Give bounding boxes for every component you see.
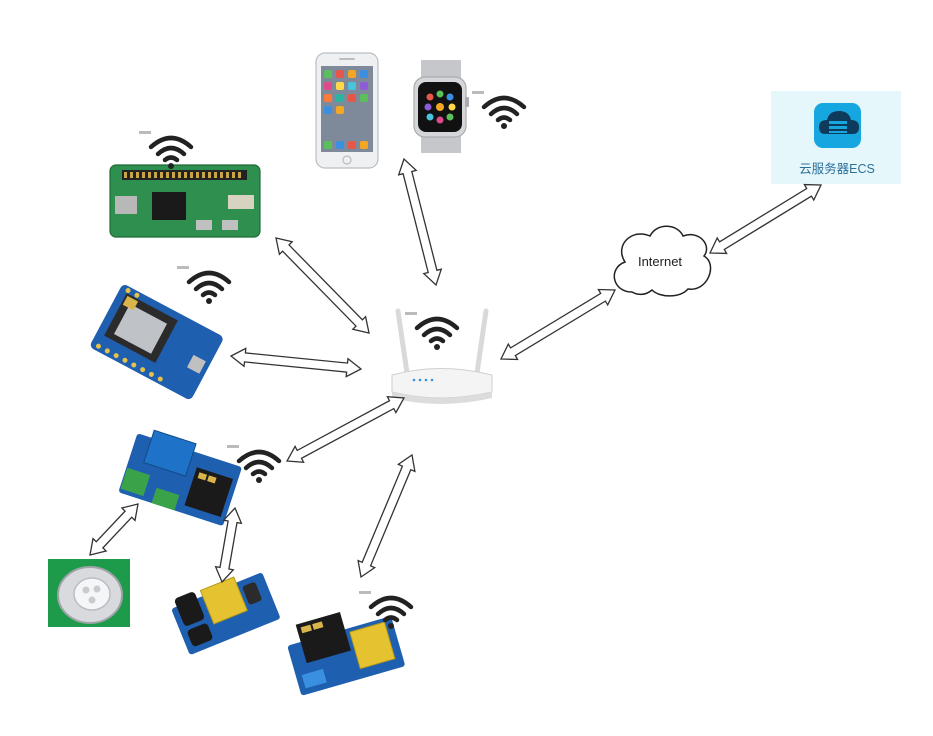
- arrow-router-esp01s-relay: [357, 453, 416, 579]
- connection-arrows: [89, 157, 823, 584]
- esp01-relay-module-icon: [119, 429, 242, 526]
- wifi-router-icon: [391, 308, 493, 404]
- esp01s-relay-board-icon: [287, 612, 405, 696]
- cloud-server-label: 云服务器ECS: [799, 161, 875, 176]
- arrow-router-raspberry-pi: [275, 237, 370, 334]
- arrow-relay-downlight: [89, 503, 139, 556]
- smartphone-icon: [315, 52, 379, 169]
- wifi-icon-watch: [472, 91, 524, 129]
- cloud-server-node: 云服务器ECS: [771, 91, 901, 184]
- smartwatch-icon: [413, 60, 469, 153]
- led-downlight-icon: [48, 559, 130, 627]
- esp8266-d1-mini-board-icon: [90, 285, 223, 400]
- raspberry-pi-board-icon: [109, 164, 261, 238]
- wifi-icon-raspberry-pi: [139, 131, 191, 169]
- arrow-router-relay-module: [285, 395, 406, 464]
- wifi-icon-router: [405, 312, 457, 350]
- arrow-router-phone: [397, 157, 443, 287]
- internet-cloud: Internet: [613, 225, 712, 297]
- ac-dc-power-module-icon: [172, 573, 280, 655]
- internet-label: Internet: [638, 254, 682, 269]
- wifi-icon-d1-mini: [177, 266, 229, 304]
- arrow-router-internet: [499, 288, 617, 361]
- arrow-relay-power-module: [214, 506, 243, 584]
- arrow-internet-cloud: [708, 183, 823, 255]
- cloud-server-icon: [814, 103, 861, 148]
- arrow-router-d1-mini: [229, 347, 363, 378]
